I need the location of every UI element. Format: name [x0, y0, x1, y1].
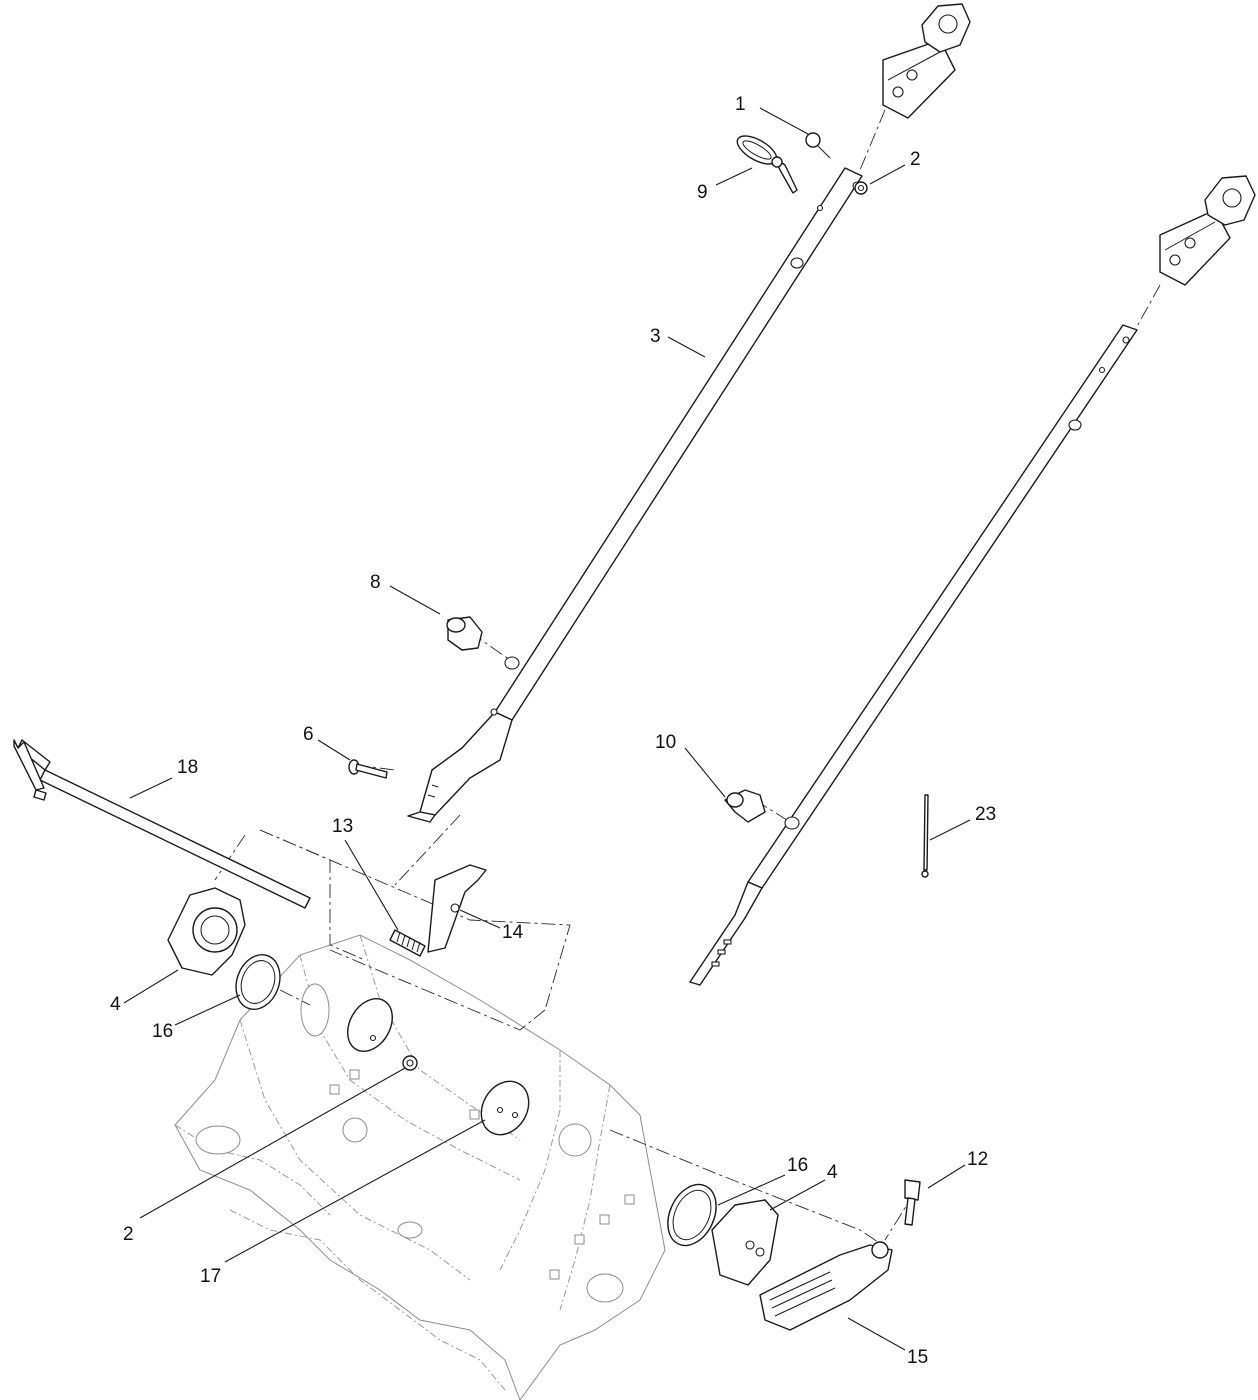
- callout-2-lower: 2: [123, 1224, 134, 1245]
- part-9-lynch-pin: [736, 135, 798, 194]
- callout-8: 8: [370, 572, 381, 593]
- callout-16-left: 16: [152, 1021, 173, 1042]
- part-16-washer-right: [667, 1183, 717, 1247]
- part-8-bushing: [446, 616, 483, 651]
- callout-10: 10: [655, 732, 676, 753]
- callout-labels: 1 2 9 3 8 6 10 23 18 13 14 4 16 2 17 16 …: [110, 94, 996, 1368]
- part-4-pivot-housing-right: [711, 1199, 779, 1286]
- leader-lines: [123, 107, 971, 1351]
- handle-tube-right: [689, 324, 1138, 986]
- chassis-frame: [174, 934, 666, 1400]
- part-17-plate-left: [347, 998, 393, 1052]
- part-10-bushing-right: [724, 789, 766, 823]
- part-15-pedal: [759, 1241, 893, 1331]
- callout-6: 6: [303, 724, 314, 745]
- callout-15: 15: [907, 1347, 928, 1368]
- part-14-bracket: [427, 864, 487, 953]
- part-2-nut-lower: [402, 1055, 418, 1071]
- callout-16-right: 16: [787, 1155, 808, 1176]
- part-2-nut-upper: [854, 181, 868, 195]
- callout-1: 1: [735, 94, 746, 115]
- callout-18: 18: [177, 757, 198, 778]
- part-18-rod: [13, 739, 311, 909]
- part-6-pin: [348, 759, 388, 779]
- part-4-pivot-housing-left: [167, 887, 246, 976]
- callout-2: 2: [910, 149, 921, 170]
- handle-grip-left: [882, 3, 971, 119]
- part-17-plate-right: [480, 1080, 530, 1136]
- part-13-spring: [389, 929, 426, 957]
- handle-grip-right: [1159, 175, 1256, 286]
- callout-14: 14: [502, 922, 524, 943]
- assembly-centerlines: [214, 109, 1161, 1251]
- callout-9: 9: [697, 182, 708, 203]
- callout-3: 3: [650, 326, 661, 347]
- part-16-washer-left: [235, 954, 281, 1010]
- callout-23: 23: [975, 804, 996, 825]
- callout-4-left: 4: [110, 994, 121, 1015]
- part-3-handle-tube-left: [407, 167, 863, 823]
- part-23-cable-tie: [921, 794, 929, 878]
- part-1-knob: [805, 132, 831, 159]
- part-12-bolt: [904, 1179, 921, 1226]
- callout-13: 13: [332, 816, 353, 837]
- callout-12: 12: [967, 1149, 988, 1170]
- callout-4-right: 4: [827, 1162, 838, 1183]
- callout-17: 17: [200, 1266, 221, 1287]
